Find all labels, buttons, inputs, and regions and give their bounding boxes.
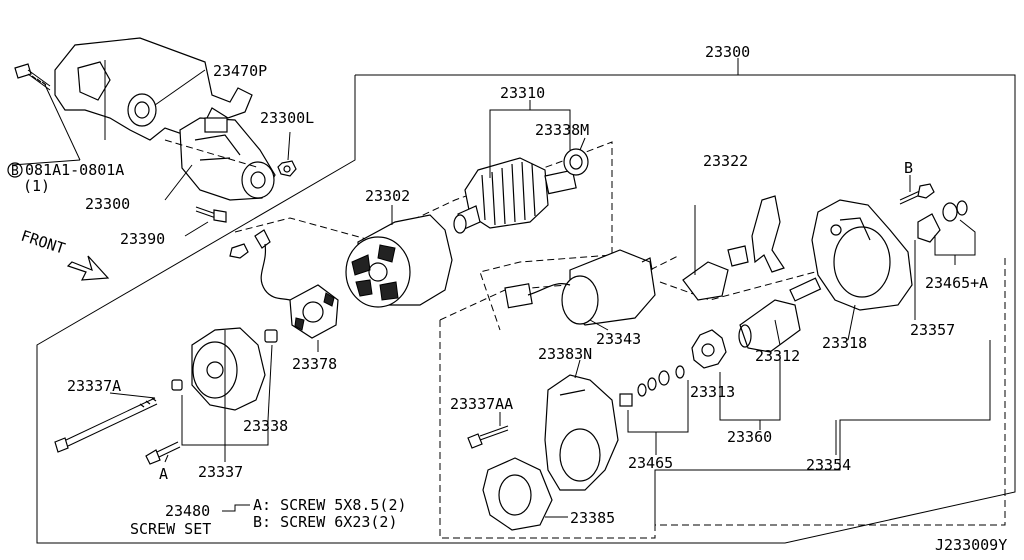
label-23300-small: 23300 <box>85 195 130 213</box>
through-bolt-23337a <box>54 397 158 453</box>
pinion-clutch-23312 <box>738 277 822 353</box>
label-ref-a: A <box>159 465 168 483</box>
label-23300-top: 23300 <box>705 43 750 61</box>
nut-23300l <box>277 160 297 177</box>
engine-block-outline <box>54 37 253 141</box>
field-housing-23302 <box>345 214 453 308</box>
screw-a <box>145 441 181 465</box>
label-23310: 23310 <box>500 84 545 102</box>
label-23354: 23354 <box>806 456 851 474</box>
bearing-23338m <box>563 148 589 176</box>
label-23312: 23312 <box>755 347 800 365</box>
label-23322: 23322 <box>703 152 748 170</box>
label-23383n: 23383N <box>538 345 592 363</box>
label-screw-set: SCREW SET <box>130 520 211 538</box>
label-23337aa: 23337AA <box>450 395 513 413</box>
label-screw-a: A: SCREW 5X8.5(2) <box>253 496 407 514</box>
circled-b-icon <box>7 162 23 178</box>
label-081a1: 081A1-0801A <box>25 161 124 179</box>
pinion-gear-23313 <box>691 329 727 369</box>
diagram-code: J233009Y <box>935 536 1007 554</box>
label-23300l: 23300L <box>260 109 314 127</box>
label-23337: 23337 <box>198 463 243 481</box>
label-23470p: 23470P <box>213 62 267 80</box>
label-23318: 23318 <box>822 334 867 352</box>
label-screw-b: B: SCREW 6X23(2) <box>253 513 398 531</box>
leaders-upper-left <box>11 60 291 237</box>
label-23302: 23302 <box>365 187 410 205</box>
label-23378: 23378 <box>292 355 337 373</box>
label-23313: 23313 <box>690 383 735 401</box>
bolt-081a1 <box>14 63 51 91</box>
screw-23337aa <box>467 425 509 449</box>
label-23338: 23338 <box>243 417 288 435</box>
leader-lines <box>109 58 991 525</box>
label-23390: 23390 <box>120 230 165 248</box>
starter-assembly-small <box>179 117 276 201</box>
label-23465a: 23465+A <box>925 274 988 292</box>
subassembly-frame-lower <box>439 255 1006 539</box>
bolt-23390 <box>195 206 227 223</box>
terminal-lead <box>229 229 291 301</box>
label-23480: 23480 <box>165 502 210 520</box>
bolt-b <box>899 183 935 205</box>
label-23338m: 23338M <box>535 121 589 139</box>
label-circled-b: B <box>11 164 19 179</box>
brush-holder-23378 <box>289 284 339 339</box>
lever-parts-23322 <box>682 195 785 301</box>
solenoid-23343 <box>504 249 656 326</box>
label-ref-b: B <box>904 159 913 177</box>
end-housing-23383n <box>544 374 619 491</box>
washer-parts-23465a <box>917 200 968 243</box>
front-housing-23318 <box>811 199 913 311</box>
label-23357: 23357 <box>910 321 955 339</box>
rings-23465 <box>619 365 685 407</box>
part-labels: 23470P 23300L B 081A1-0801A (1) 23300 23… <box>7 43 1007 554</box>
label-23385: 23385 <box>570 509 615 527</box>
label-081a1-qty: (1) <box>23 177 50 195</box>
front-arrow-icon <box>66 255 110 281</box>
rear-cover-23385 <box>482 457 553 531</box>
label-23465: 23465 <box>628 454 673 472</box>
assembly-frame <box>36 74 1016 544</box>
armature-23310 <box>453 157 577 234</box>
label-front: FRONT <box>19 227 68 258</box>
label-23360: 23360 <box>727 428 772 446</box>
rear-housing-23337 <box>171 327 278 411</box>
label-23337a: 23337A <box>67 377 121 395</box>
label-23343: 23343 <box>596 330 641 348</box>
